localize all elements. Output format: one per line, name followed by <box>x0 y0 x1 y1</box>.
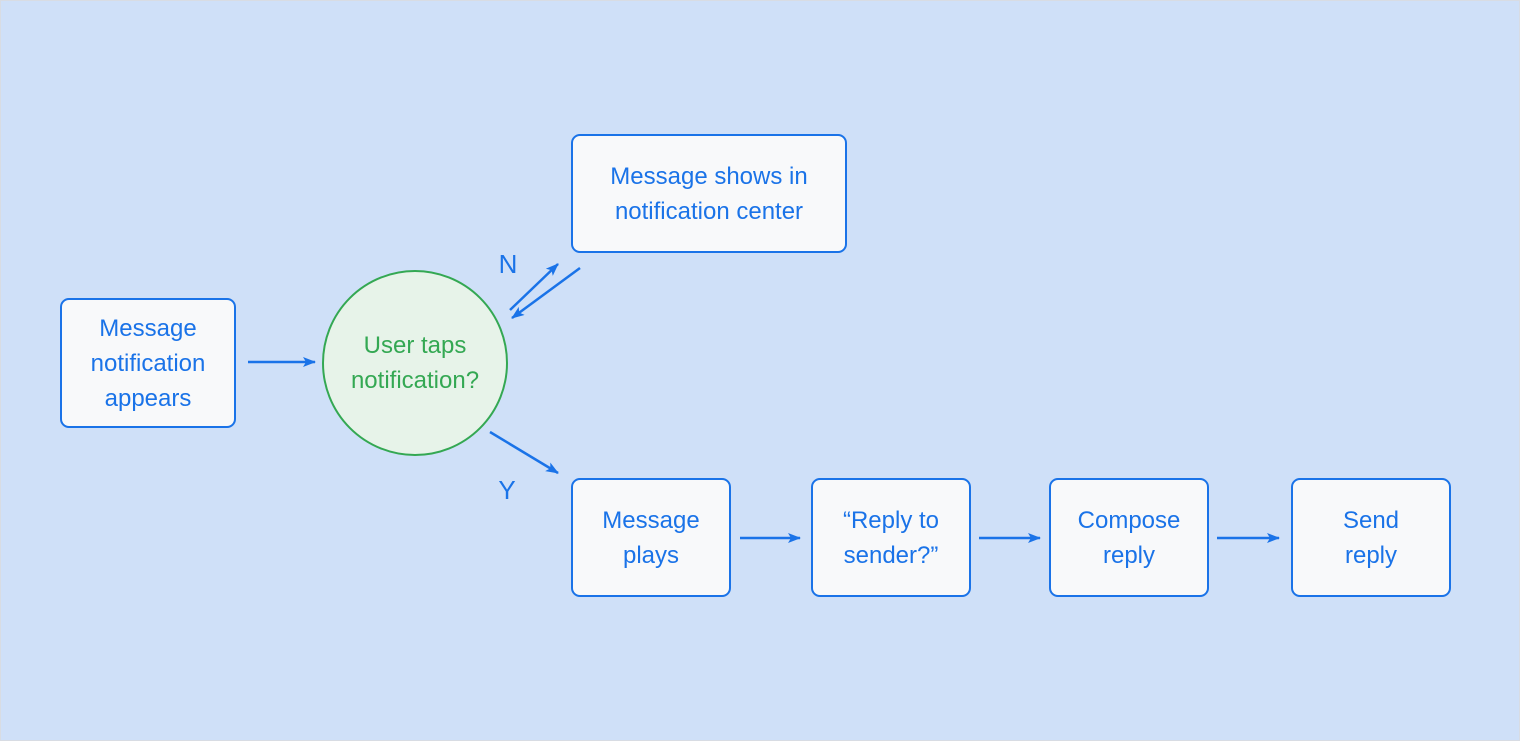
node-message-notification-appears: Message notification appears <box>60 298 236 428</box>
edge-label-yes: Y <box>498 475 516 505</box>
node-label: Message plays <box>602 506 700 569</box>
node-label: Message shows in notification center <box>610 162 808 225</box>
node-reply-to-sender: “Reply to sender?” <box>811 478 971 597</box>
node-label: Compose reply <box>1077 506 1181 569</box>
node-user-taps-notification-decision: User taps notification? <box>322 270 508 456</box>
edge-label-no: N <box>498 249 518 279</box>
arrow-decision-to-message-plays <box>489 430 559 475</box>
node-label: Message notification appears <box>90 314 206 412</box>
node-label: Send reply <box>1342 506 1400 569</box>
arrow-notification-center-to-decision <box>511 266 581 320</box>
node-compose-reply: Compose reply <box>1049 478 1209 597</box>
node-message-shows-in-notification-center: Message shows in notification center <box>571 134 847 253</box>
node-label: User taps notification? <box>350 332 480 394</box>
node-label: “Reply to sender?” <box>842 506 940 569</box>
node-message-plays: Message plays <box>571 478 731 597</box>
node-send-reply: Send reply <box>1291 478 1451 597</box>
